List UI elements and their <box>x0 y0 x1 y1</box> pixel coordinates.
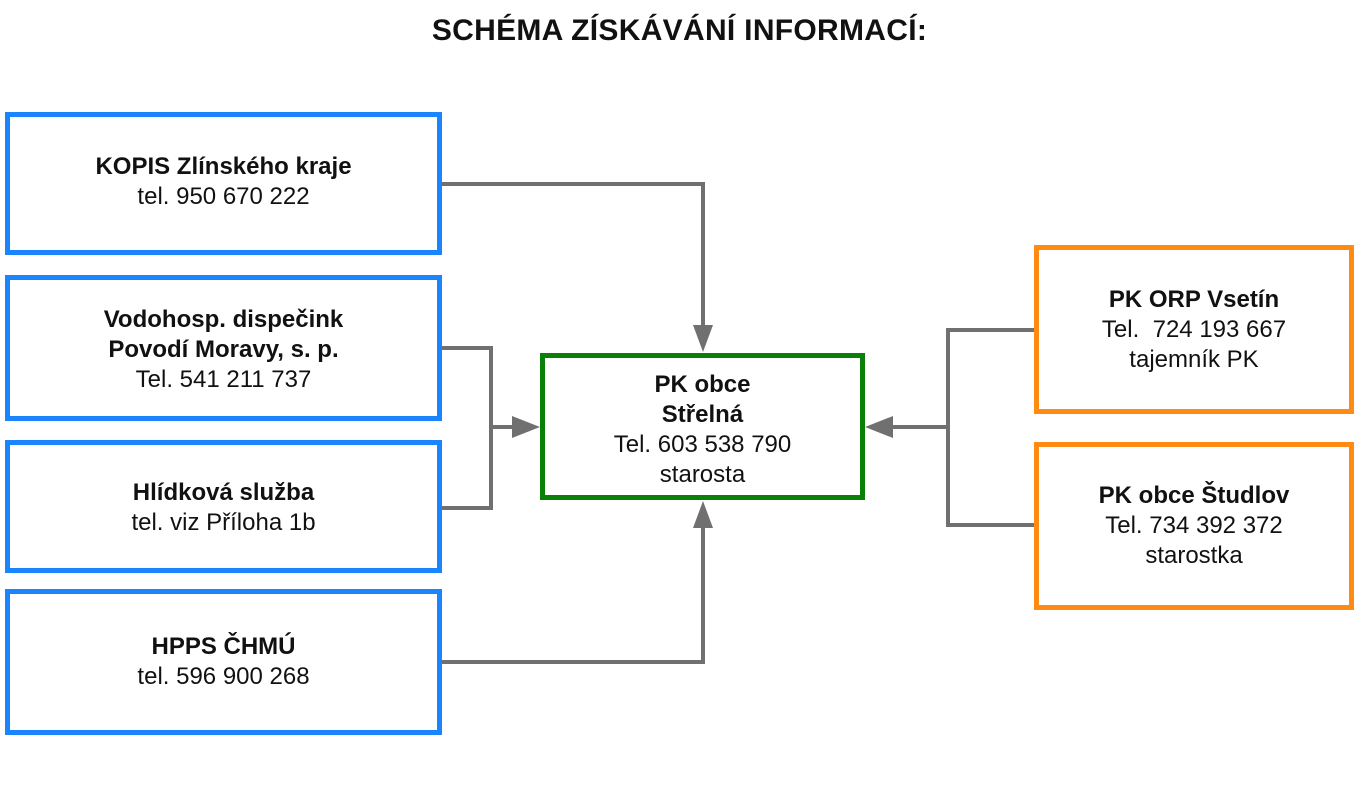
node-hpps-name: HPPS ČHMÚ <box>151 633 296 660</box>
connector-hpps-to-center <box>442 528 705 664</box>
connector-orp-to-center <box>946 328 1034 527</box>
arrowhead-right-group <box>865 416 893 438</box>
node-hlidkova-sluzba: Hlídková služba tel. viz Příloha 1b <box>5 440 442 573</box>
node-pk-obce-studlov: PK obce Študlov Tel. 734 392 372 starost… <box>1034 442 1354 610</box>
node-orp-name: PK ORP Vsetín <box>1108 285 1280 313</box>
node-kopis: KOPIS Zlínského kraje tel. 950 670 222 <box>5 112 442 255</box>
arrowhead-hpps <box>693 501 713 528</box>
node-vodo-name-line2: Povodí Moravy, s. p. <box>108 336 339 363</box>
diagram-title: SCHÉMA ZÍSKÁVÁNÍ INFORMACÍ: <box>431 14 928 47</box>
node-hlidka-name: Hlídková služba <box>132 478 315 506</box>
node-center-role: starosta <box>659 460 746 488</box>
node-hpps-chmu: HPPS ČHMÚ tel. 596 900 268 <box>5 589 442 735</box>
arrowhead-left-group <box>512 416 540 438</box>
node-center-name-line1: PK obce <box>654 370 751 398</box>
node-hlidka-phone: tel. viz Příloha 1b <box>131 508 316 536</box>
node-center-phone: Tel. 603 538 790 <box>613 430 792 458</box>
node-orp-phone: Tel. 724 193 667 <box>1101 315 1287 343</box>
node-studlov-role: starostka <box>1145 542 1243 569</box>
node-hpps-phone: tel. 596 900 268 <box>137 663 310 690</box>
node-vodo-phone: Tel. 541 211 737 <box>135 366 312 393</box>
node-vodo-name-line1: Vodohosp. dispečink <box>103 306 344 333</box>
node-studlov-name: PK obce Študlov <box>1098 482 1290 509</box>
node-center-name-line2: Střelná <box>661 400 744 428</box>
node-pk-obce-strelna: PK obce Střelná Tel. 603 538 790 starost… <box>540 353 865 500</box>
arrowhead-kopis <box>693 325 713 352</box>
node-kopis-phone: tel. 950 670 222 <box>137 183 310 210</box>
node-studlov-phone: Tel. 734 392 372 <box>1105 512 1283 539</box>
node-kopis-name: KOPIS Zlínského kraje <box>95 153 352 180</box>
connector-vodo-to-center <box>442 346 493 510</box>
node-pk-orp-vsetin: PK ORP Vsetín Tel. 724 193 667 tajemník … <box>1034 245 1354 414</box>
node-orp-role: tajemník PK <box>1129 345 1259 373</box>
connector-kopis-to-center <box>442 182 705 329</box>
node-vodohosp-dispecink: Vodohosp. dispečink Povodí Moravy, s. p.… <box>5 275 442 421</box>
